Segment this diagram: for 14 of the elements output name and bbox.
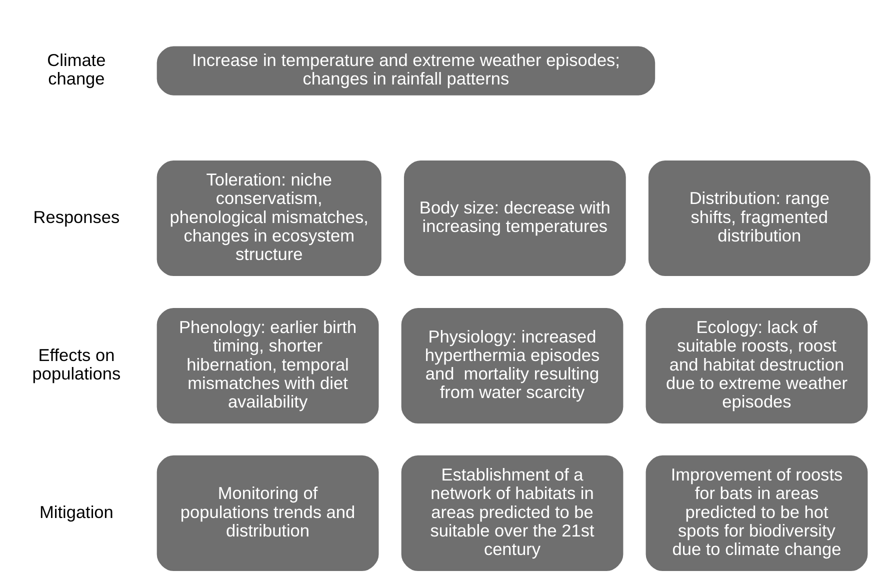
node-box: Toleration: niche conservatism, phenological mismatches, changes in ecosystem structure [156, 160, 382, 276]
node-box: Body size: decrease with increasing temperatures [404, 160, 626, 276]
node-box: Distribution: range shifts, fragmented distribution [648, 160, 870, 276]
node-box: Establishment of a network of habitats in areas predicted to be suitable over the 21st century [401, 455, 624, 572]
node-box: Phenology: earlier birth timing, shorter hibernation, temporal mismatches with diet availability [156, 308, 379, 424]
node-box: Monitoring of populations trends and distribution [156, 455, 379, 572]
label: Climate change [47, 50, 106, 89]
node-box: Ecology: lack of suitable roosts, roost and habitat destruction due to extreme weather episodes [646, 308, 868, 424]
node-box: Increase in temperature and extreme weather episodes; changes in rainfall patterns [156, 46, 656, 96]
node-box: Improvement of roosts for bats in areas predicted to be hot spots for biodiversity due to climate change [646, 455, 868, 572]
label: Effects on populations [32, 344, 121, 384]
label: Mitigation [39, 502, 114, 522]
label: Responses [33, 206, 120, 227]
node-box: Physiology: increased hyperthermia episodes and mortality resulting from water scarcity [401, 308, 624, 424]
